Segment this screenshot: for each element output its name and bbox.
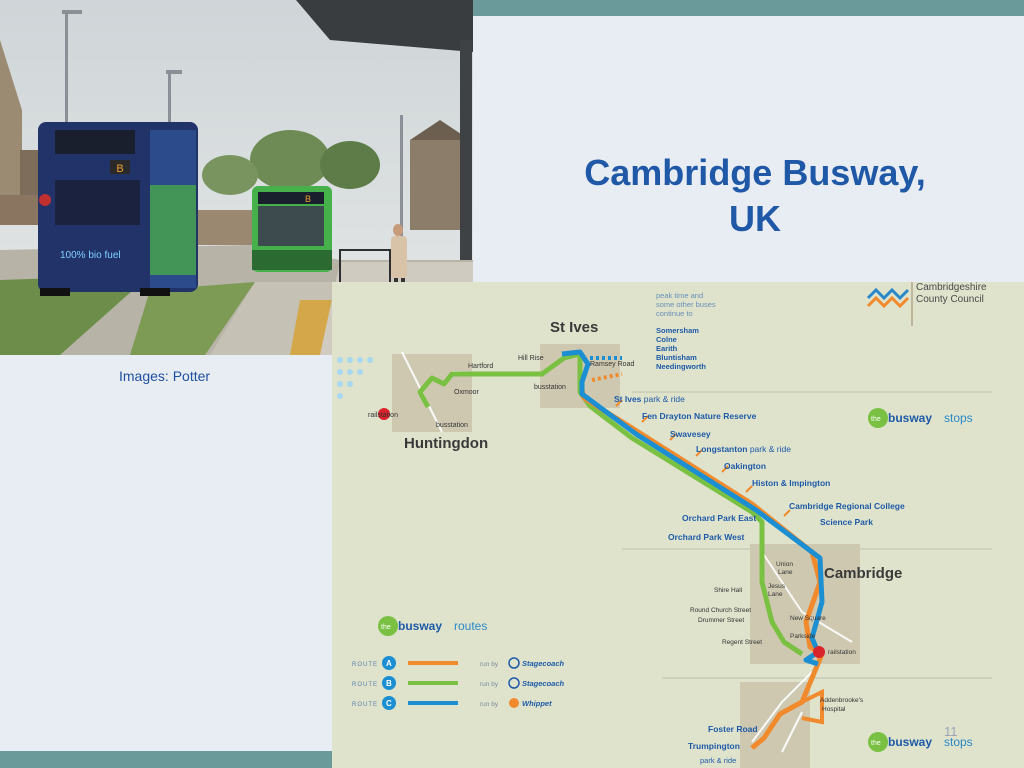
title-line-2: UK [729,198,781,239]
stop-oxmoor: Oxmoor [454,389,480,396]
town-cambridge: Cambridge [824,565,902,582]
svg-text:run by: run by [480,681,499,688]
stop-union-lane-1: Union [776,561,793,568]
peak-dest-1: Somersham [656,326,699,335]
stop-huntingdon-bus: busstation [436,422,468,429]
stop-st-ives-bus: busstation [534,384,566,391]
council-logo [866,282,913,326]
route-legend: ROUTE A run by Stagecoach ROUTE B run by… [352,656,565,710]
stop-addenbrookes-1: Addenbrooke's [820,697,864,704]
bottom-accent-strip [0,751,340,768]
svg-text:A: A [386,659,392,668]
svg-text:stops: stops [944,735,973,749]
stop-histon: Histon & Impington [752,478,830,488]
peak-dest-4: Bluntisham [656,353,697,362]
svg-text:B: B [386,679,392,688]
svg-text:stops: stops [944,411,973,425]
stop-hartford: Hartford [468,363,493,370]
stop-addenbrookes-2: Hospital [822,706,846,713]
svg-text:busway: busway [888,411,932,425]
slide-title: Cambridge Busway, UK [520,150,990,242]
legend-route-c: ROUTE C run by Whippet [352,696,552,710]
stop-regent-street: Regent Street [722,639,762,646]
peak-dest-2: Colne [656,335,677,344]
svg-text:busway: busway [888,735,932,749]
stop-oakington: Oakington [724,461,766,471]
page-number: 11 [944,724,958,739]
peak-dest-3: Earith [656,344,678,353]
stop-science-park: Science Park [820,517,873,527]
peak-dest-5: Needingworth [656,362,706,371]
stop-drummer-street: Drummer Street [698,617,744,624]
stop-orchard-east: Orchard Park East [682,513,756,523]
svg-text:busway: busway [398,619,442,633]
top-accent-strip [473,0,1024,16]
stop-st-ives-pr: St Ives park & ride [614,394,685,404]
stop-fen-drayton: Fen Drayton Nature Reserve [642,411,757,421]
svg-text:the: the [381,624,391,631]
busway-map: Cambridgeshire County Council peak time … [332,282,1024,768]
svg-text:ROUTE: ROUTE [352,702,378,708]
svg-text:the: the [871,416,881,423]
title-line-1: Cambridge Busway, [584,152,926,193]
town-st-ives: St Ives [550,319,598,336]
peak-note-2: some other buses [656,300,716,309]
rail-icon-cambridge [813,646,825,658]
stop-jesus-lane-2: Lane [768,591,783,598]
stop-round-church: Round Church Street [690,607,751,614]
stop-cambridge-rail: railstation [828,649,856,656]
huntingdon-area [392,354,472,432]
svg-text:the: the [871,740,881,747]
stop-trumpington-pr: park & ride [700,756,736,765]
rail-icon-huntingdon [378,408,390,420]
bus-right-display: B [305,194,311,204]
svg-text:run by: run by [480,701,499,708]
town-huntingdon: Huntingdon [404,435,488,452]
svg-text:ROUTE: ROUTE [352,662,378,668]
svg-text:ROUTE: ROUTE [352,682,378,688]
stop-hill-rise: Hill Rise [518,355,544,362]
council-name-line2: County Council [916,294,984,305]
svg-text:C: C [386,699,392,708]
council-name-line1: Cambridgeshire [916,282,987,293]
stop-shire-hall: Shire Hall [714,587,743,594]
svg-text:Stagecoach: Stagecoach [522,659,565,668]
stop-swavesey: Swavesey [670,429,711,439]
busway-stops-logo-bottom: the busway stops [868,732,973,752]
stop-huntingdon-rail: railstation [368,412,398,419]
stop-jesus-lane-1: Jesus [768,583,786,590]
stop-regional-college: Cambridge Regional College [789,501,905,511]
svg-text:Stagecoach: Stagecoach [522,679,565,688]
stop-longstanton: Longstanton park & ride [696,444,791,454]
legend-route-a: ROUTE A run by Stagecoach [352,656,565,670]
busway-stops-logo-top: the busway stops [868,408,973,428]
svg-text:routes: routes [454,619,487,633]
bus-left-display: B [116,163,123,175]
stop-union-lane-2: Lane [778,569,793,576]
dot-pattern [337,357,373,399]
stop-foster-road: Foster Road [708,724,758,734]
image-credit: Images: Potter [119,368,211,384]
stop-orchard-west: Orchard Park West [668,532,745,542]
stop-ramsey-road: Ramsey Road [590,361,634,368]
peak-note-1: peak time and [656,291,703,300]
legend-route-b: ROUTE B run by Stagecoach [352,676,565,690]
stop-parkside: Parkside [790,633,816,640]
svg-text:run by: run by [480,661,499,668]
stop-new-square: New Square [790,615,826,622]
busway-routes-logo: the busway routes [378,616,487,636]
peak-note-3: continue to [656,309,693,318]
stop-trumpington: Trumpington [688,741,740,751]
svg-text:Whippet: Whippet [522,699,552,708]
bus-left-side-text: 100% bio fuel [60,250,121,261]
